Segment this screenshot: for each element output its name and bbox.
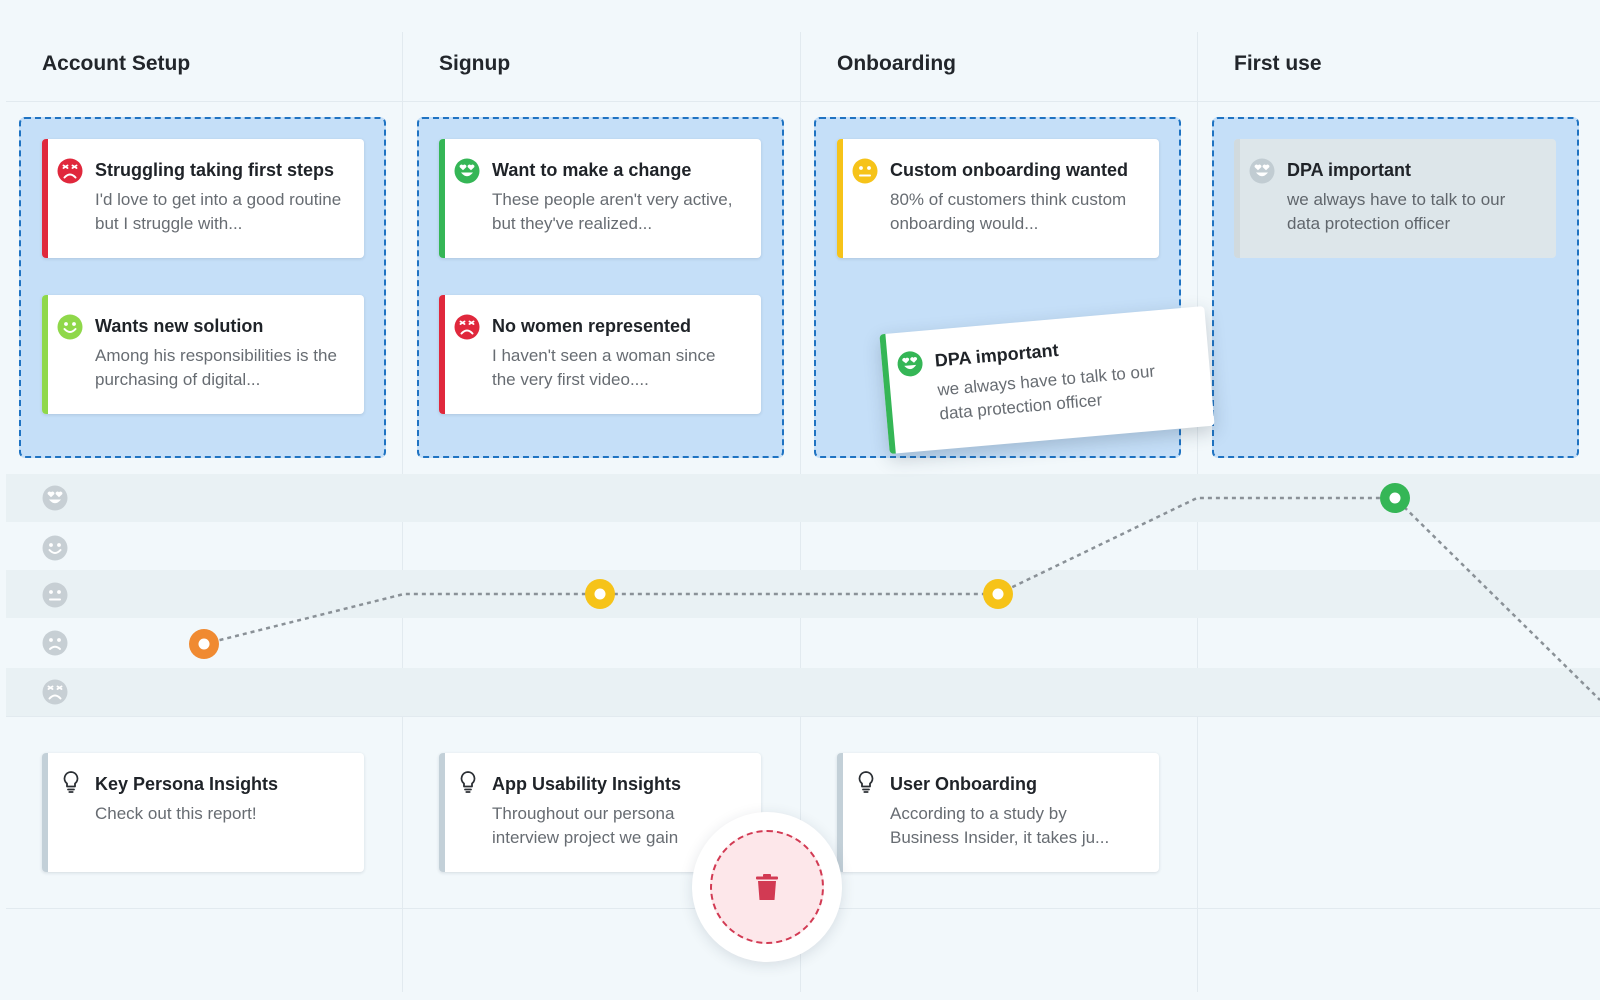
persona-card[interactable]: Custom onboarding wanted 80% of customer… <box>837 139 1159 258</box>
emotion-band-very-sad <box>6 668 1600 716</box>
stage-title-onboarding[interactable]: Onboarding <box>837 52 956 75</box>
insight-title: Key Persona Insights <box>95 774 279 794</box>
persona-card[interactable]: Struggling taking first steps I'd love t… <box>42 139 364 258</box>
drag-placeholder-card: DPA important we always have to talk to … <box>1234 139 1556 258</box>
stage-title-signup[interactable]: Signup <box>439 52 511 75</box>
card-description: I'd love to get into a good routine but … <box>95 190 342 233</box>
card-title: Wants new solution <box>95 316 264 336</box>
card-description: 80% of customers think custom onboarding… <box>890 190 1127 233</box>
insight-description: Check out this report! <box>95 804 257 823</box>
card-accent <box>837 139 843 258</box>
card-description: we always have to talk to our data prote… <box>1287 190 1506 233</box>
happy-icon <box>42 535 68 561</box>
trash-dropzone[interactable] <box>710 830 824 944</box>
very-happy-icon <box>42 485 68 511</box>
emotion-divider <box>6 716 1600 717</box>
header-divider <box>6 101 1600 102</box>
lightbulb-icon <box>61 770 81 794</box>
insight-title: App Usability Insights <box>492 774 682 794</box>
card-accent <box>42 139 48 258</box>
trash-drop-target[interactable] <box>692 812 842 962</box>
insight-description: According to a study by Business Insider… <box>890 804 1110 847</box>
very-happy-icon <box>896 350 924 378</box>
persona-card[interactable]: No women represented I haven't seen a wo… <box>439 295 761 414</box>
very-sad-icon <box>42 679 68 705</box>
stage-title-first-use[interactable]: First use <box>1234 52 1322 75</box>
emotion-point-onboarding[interactable] <box>983 579 1013 609</box>
insight-title: User Onboarding <box>890 774 1038 794</box>
emotion-band-very-happy <box>6 474 1600 522</box>
persona-card[interactable]: Wants new solution Among his responsibil… <box>42 295 364 414</box>
emotion-point-signup[interactable] <box>585 579 615 609</box>
emotion-point-first-use[interactable] <box>1380 483 1410 513</box>
card-accent <box>42 295 48 414</box>
insight-card[interactable]: User Onboarding According to a study by … <box>837 753 1159 872</box>
card-accent <box>42 753 48 872</box>
card-title: No women represented <box>492 316 692 336</box>
emotion-point-account-setup[interactable] <box>189 629 219 659</box>
card-description: Among his responsibilities is the purcha… <box>95 346 337 389</box>
card-accent <box>1234 139 1240 258</box>
persona-card[interactable]: Want to make a change These people aren'… <box>439 139 761 258</box>
neutral-icon <box>42 582 68 608</box>
card-title: Struggling taking first steps <box>95 160 335 180</box>
emotion-band-neutral <box>6 570 1600 618</box>
card-title: Custom onboarding wanted <box>890 160 1128 180</box>
card-description: These people aren't very active, but the… <box>492 190 733 233</box>
lightbulb-icon <box>856 770 876 794</box>
card-accent <box>439 295 445 414</box>
card-description: I haven't seen a woman since the very fi… <box>492 346 716 389</box>
sad-icon <box>42 630 68 656</box>
lightbulb-icon <box>458 770 478 794</box>
insight-description: Throughout our persona interview project… <box>492 804 679 847</box>
emotion-curve-line <box>203 496 1600 701</box>
stage-title-account-setup[interactable]: Account Setup <box>42 52 191 75</box>
trash-icon <box>756 874 778 900</box>
card-accent <box>439 139 445 258</box>
insight-card[interactable]: Key Persona Insights Check out this repo… <box>42 753 364 872</box>
card-accent <box>837 753 843 872</box>
card-title: Want to make a change <box>492 160 692 180</box>
card-title: DPA important <box>1287 160 1411 180</box>
card-accent <box>439 753 445 872</box>
